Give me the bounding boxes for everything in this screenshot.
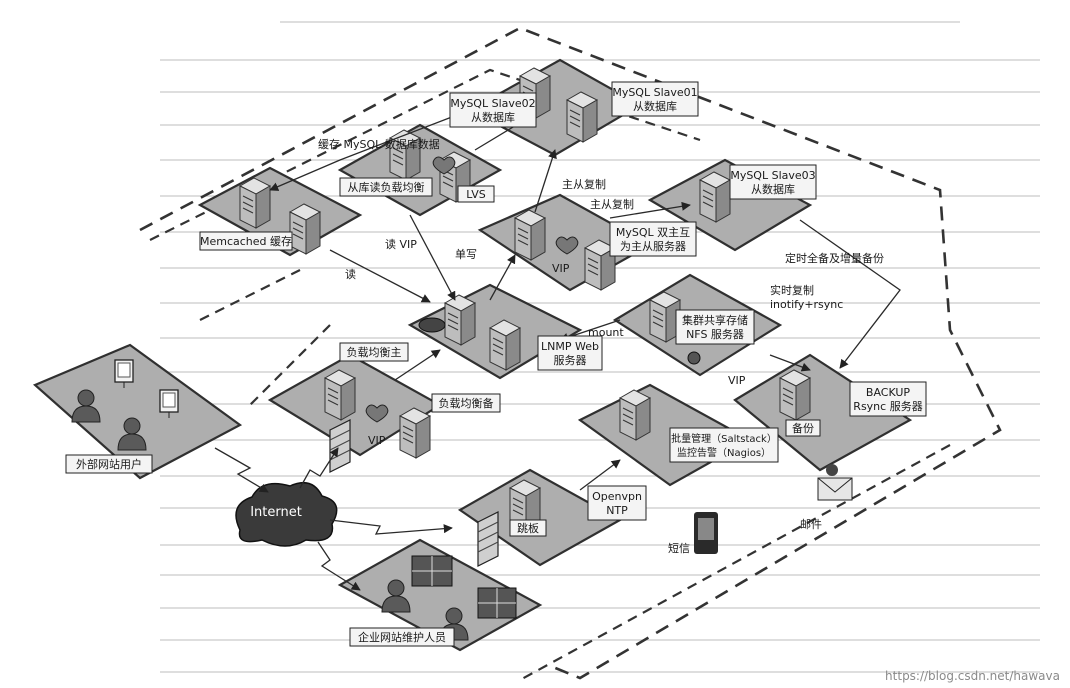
edge-label-sms: 短信 bbox=[668, 541, 690, 555]
slave03-line1: MySQL Slave03 bbox=[730, 169, 815, 182]
internet-label: Internet bbox=[250, 505, 302, 520]
lb-vip-text: VIP bbox=[368, 434, 386, 447]
jump-text: 跳板 bbox=[517, 521, 539, 535]
edge-label-email: 邮件 bbox=[800, 518, 822, 531]
backup-line1: BACKUP bbox=[866, 386, 911, 399]
server-icon-lb-backup bbox=[400, 408, 430, 458]
users-text: 外部网站用户 bbox=[76, 457, 142, 471]
label-lvs-balancer: 从库读负载均衡 bbox=[340, 178, 432, 196]
server-icon-slave03 bbox=[700, 172, 730, 222]
openvpn-line2: NTP bbox=[606, 504, 628, 517]
slave02-line2: 从数据库 bbox=[471, 110, 515, 124]
edge-label-master-slave-2: 主从复制 bbox=[590, 197, 634, 211]
server-icon-saltstack bbox=[620, 390, 650, 440]
firewall-icon-jump bbox=[478, 512, 498, 566]
nfs-line1: 集群共享存储 bbox=[682, 313, 748, 327]
label-saltstack: 批量管理（Saltstack）监控告警（Nagios） bbox=[670, 428, 778, 462]
edge-label-scheduled-backup: 定时全备及增量备份 bbox=[785, 251, 884, 265]
slave02-line1: MySQL Slave02 bbox=[450, 97, 535, 110]
slave01-line2: 从数据库 bbox=[633, 99, 677, 113]
slave01-line1: MySQL Slave01 bbox=[612, 86, 697, 99]
admins-text: 企业网站维护人员 bbox=[358, 630, 446, 644]
edge-label-read-vip: 读 VIP bbox=[385, 237, 417, 251]
edge-label-mount: mount bbox=[588, 326, 624, 339]
storage-disk-icon bbox=[419, 318, 445, 332]
link-users-internet bbox=[215, 448, 268, 492]
realtime-sync-line2: inotify+rsync bbox=[770, 298, 843, 311]
edge-label-read: 读 bbox=[345, 267, 356, 281]
server-icon-backup bbox=[780, 370, 810, 420]
edge-label-cache-data: 缓存 MySQL 数据库数据 bbox=[318, 137, 440, 151]
lvs-text: LVS bbox=[466, 188, 485, 201]
edge-label-write: 单写 bbox=[455, 248, 477, 261]
nfs-vip-text: VIP bbox=[728, 374, 746, 387]
server-icon-master-a bbox=[515, 210, 545, 260]
backup-line2: Rsync 服务器 bbox=[853, 400, 922, 413]
watermark: https://blog.csdn.net/hawava bbox=[885, 669, 1060, 683]
lb-backup-text: 负载均衡备 bbox=[439, 396, 494, 410]
edge-lvs-to-lnmp bbox=[410, 215, 455, 300]
server-icon-lnmp-b bbox=[490, 320, 520, 370]
lvs-balancer-text: 从库读负载均衡 bbox=[348, 180, 425, 194]
label-backup-tag: 备份 bbox=[786, 420, 820, 436]
label-users: 外部网站用户 bbox=[66, 455, 152, 473]
nfs-disk-icon bbox=[688, 352, 700, 364]
saltstack-line2: 监控告警（Nagios） bbox=[677, 446, 771, 459]
link-internet-jump bbox=[330, 520, 452, 534]
lb-master-text: 负载均衡主 bbox=[347, 345, 402, 359]
server-icon-slave01-b bbox=[567, 92, 597, 142]
phone-icon bbox=[694, 512, 718, 554]
openvpn-line1: Openvpn bbox=[592, 490, 642, 503]
label-admins: 企业网站维护人员 bbox=[350, 628, 454, 646]
edge-label-master-slave-1: 主从复制 bbox=[562, 177, 606, 191]
label-lb-backup: 负载均衡备 bbox=[432, 394, 500, 412]
slave03-line2: 从数据库 bbox=[751, 182, 795, 196]
label-memcached: Memcached 缓存 bbox=[200, 232, 292, 250]
master-line2: 为主从服务器 bbox=[620, 240, 686, 253]
lnmp-line2: 服务器 bbox=[554, 354, 587, 367]
nfs-line2: NFS 服务器 bbox=[686, 328, 744, 341]
master-line1: MySQL 双主互 bbox=[616, 226, 690, 239]
svg-text:MySQL 双主互为主从服务器: MySQL 双主互为主从服务器 bbox=[616, 226, 690, 253]
label-lb-master: 负载均衡主 bbox=[340, 343, 408, 361]
server-icon-memcached-b bbox=[290, 204, 320, 254]
backup-tag-text: 备份 bbox=[792, 421, 814, 435]
memcached-text: Memcached 缓存 bbox=[200, 234, 292, 248]
label-jump: 跳板 bbox=[510, 520, 546, 536]
edge-backup-schedule bbox=[800, 220, 900, 368]
server-icon-lb-master bbox=[325, 370, 355, 420]
server-icon-lnmp-a bbox=[445, 295, 475, 345]
label-master: MySQL 双主互为主从服务器 bbox=[610, 222, 696, 256]
master-vip-text: VIP bbox=[552, 262, 570, 275]
label-lvs: LVS bbox=[458, 186, 494, 202]
saltstack-line1: 批量管理（Saltstack） bbox=[671, 432, 777, 445]
server-icon-memcached-a bbox=[240, 178, 270, 228]
lnmp-line1: LNMP Web bbox=[541, 340, 599, 353]
label-slave02: MySQL Slave02从数据库 bbox=[450, 93, 536, 127]
realtime-sync-line1: 实时复制 bbox=[770, 283, 814, 297]
